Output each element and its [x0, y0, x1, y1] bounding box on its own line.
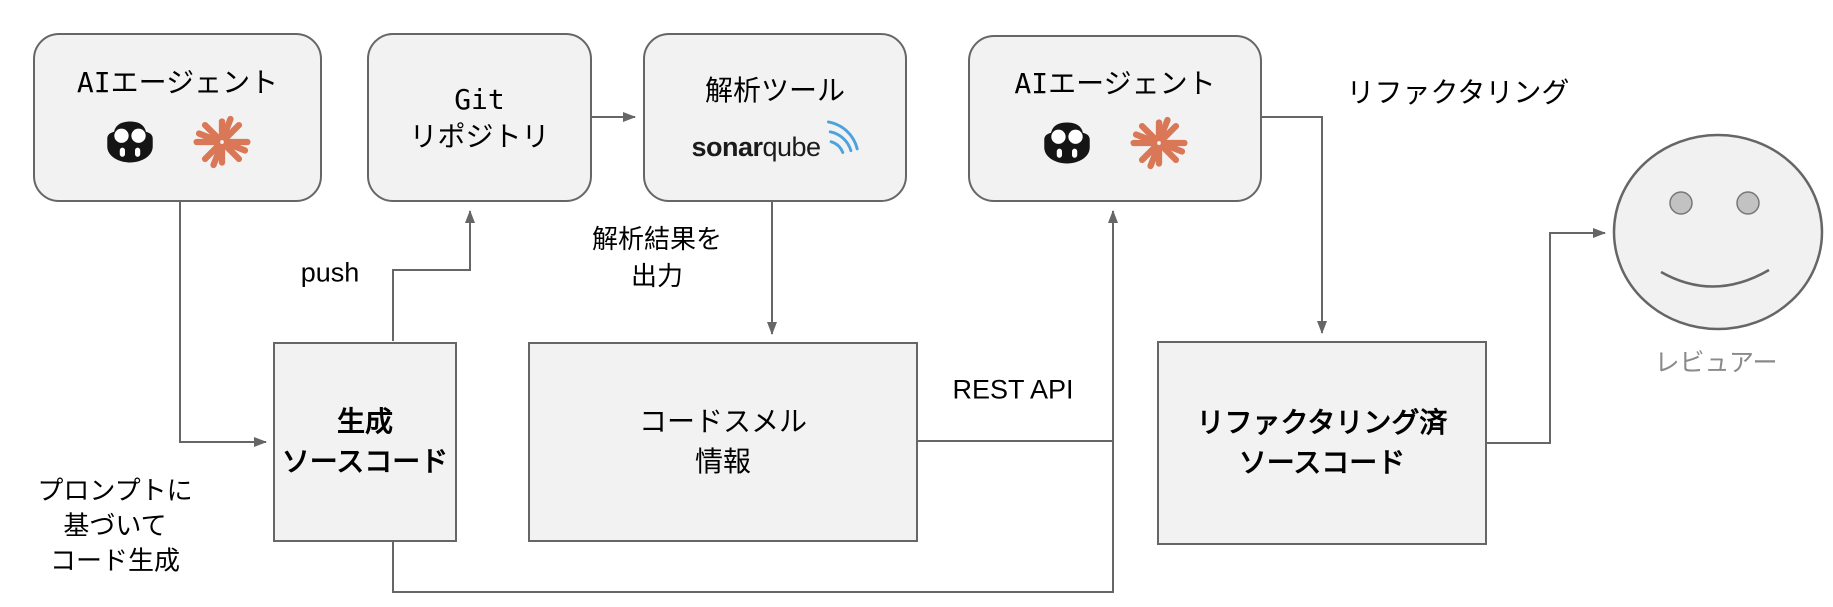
node-ai-agent-right: AIエージェント: [968, 35, 1262, 202]
edge-agent-to-generated-source: [179, 200, 267, 447]
edge-label-prompt-generate: プロンプトに 基づいて コード生成: [37, 476, 193, 577]
edge-agent-right-to-refactored-source: [1262, 116, 1327, 334]
smiley-face-icon: [1612, 133, 1824, 331]
node-label: AIエージェント: [1014, 67, 1216, 100]
copilot-robot-icon: [1044, 122, 1090, 164]
node-label-line1: 生成: [336, 406, 393, 437]
node-label-line2: リポジトリ: [409, 119, 550, 153]
edge-label-push: push: [300, 257, 360, 288]
edge-label-refactoring: リファクタリング: [1346, 76, 1570, 109]
node-label-line2: ソースコード: [281, 446, 449, 477]
edge-label-rest-api: REST API: [952, 374, 1074, 405]
node-ai-agent-left: AIエージェント: [33, 33, 322, 202]
smiley-left-eye: [1669, 191, 1693, 215]
sonarqube-logo: sonarqube: [691, 117, 859, 163]
edge-generated-source-push-to-git: [392, 210, 475, 341]
node-label-line1: コードスメル: [638, 406, 807, 437]
reviewer-label: レビュアー: [1654, 348, 1778, 377]
sonar-waves-icon: [826, 120, 859, 154]
node-analysis-tool: 解析ツール sonarqube: [643, 33, 907, 202]
node-git-repository: Git リポジトリ: [367, 33, 592, 202]
node-label: AIエージェント: [76, 66, 279, 99]
claude-starburst-icon: [1130, 116, 1188, 170]
node-label-line1: Git: [454, 82, 505, 116]
smiley-mouth: [1660, 268, 1770, 288]
node-label: 解析ツール: [704, 74, 845, 107]
copilot-robot-icon: [106, 121, 153, 163]
node-code-smell-info: コードスメル 情報: [528, 342, 918, 542]
claude-starburst-icon: [192, 115, 251, 169]
node-refactored-source-code: リファクタリング済 ソースコード: [1157, 341, 1487, 545]
node-label-line2: 情報: [694, 446, 751, 477]
edge-label-analysis-output: 解析結果を 出力: [591, 225, 723, 292]
node-label-line2: ソースコード: [1238, 447, 1406, 478]
edge-refactored-source-to-reviewer: [1487, 228, 1606, 444]
node-generated-source-code: 生成 ソースコード: [273, 342, 457, 542]
smiley-right-eye: [1736, 191, 1760, 215]
sonarqube-wordmark: sonarqube: [691, 132, 821, 162]
edge-feedback-to-agent-right: [392, 210, 1118, 593]
node-label-line1: リファクタリング済: [1196, 407, 1448, 438]
